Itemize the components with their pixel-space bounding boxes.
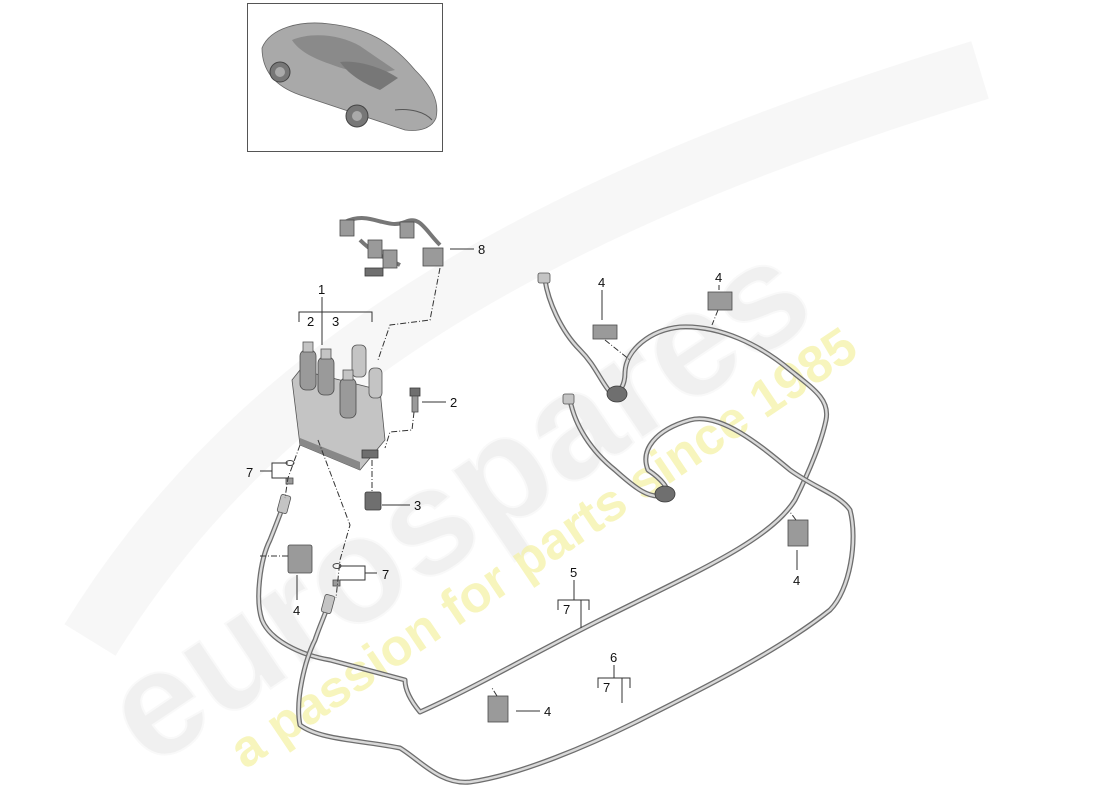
wiring-harness-icon — [339, 216, 444, 277]
pipe-fitting-icon — [606, 385, 628, 403]
pipe-fitting-icon — [654, 485, 676, 503]
pipe-fitting-icon — [276, 494, 292, 514]
callout-labels: 1 2 3 2 3 4 4 4 4 4 5 7 6 7 7 7 8 — [246, 242, 800, 719]
seal-ring-icon — [285, 460, 342, 587]
pipe-fitting-icon — [562, 393, 575, 405]
bolt-icon — [409, 387, 421, 413]
callout-6-sub-7: 7 — [603, 680, 610, 695]
callout-8: 8 — [478, 242, 485, 257]
assembly-lines — [260, 267, 797, 697]
valve-block-icon — [291, 341, 386, 471]
vehicle-thumbnail — [247, 3, 443, 152]
watermark: eurospares a passion for parts since 198… — [64, 41, 989, 798]
callout-4-b: 4 — [715, 270, 722, 285]
callout-4-d: 4 — [793, 573, 800, 588]
hydraulic-pipes — [256, 272, 856, 785]
callout-2: 2 — [450, 395, 457, 410]
pipe-fitting-icon — [537, 272, 551, 284]
pipe-clip-icon — [287, 291, 809, 723]
callout-5: 5 — [570, 565, 577, 580]
callout-4-e: 4 — [544, 704, 551, 719]
pipe-fitting-icon — [320, 594, 336, 614]
callout-4-c: 4 — [293, 603, 300, 618]
callout-7-b: 7 — [382, 567, 389, 582]
callout-6: 6 — [610, 650, 617, 665]
connector-icon — [364, 491, 382, 511]
callout-1-sub-3: 3 — [332, 314, 339, 329]
car-icon — [261, 22, 438, 131]
callout-5-sub-7: 7 — [563, 602, 570, 617]
callout-1: 1 — [318, 282, 325, 297]
callout-leaders — [260, 248, 798, 712]
callout-7-a: 7 — [246, 465, 253, 480]
callout-4-a: 4 — [598, 275, 605, 290]
callout-3: 3 — [414, 498, 421, 513]
callout-1-sub-2: 2 — [307, 314, 314, 329]
